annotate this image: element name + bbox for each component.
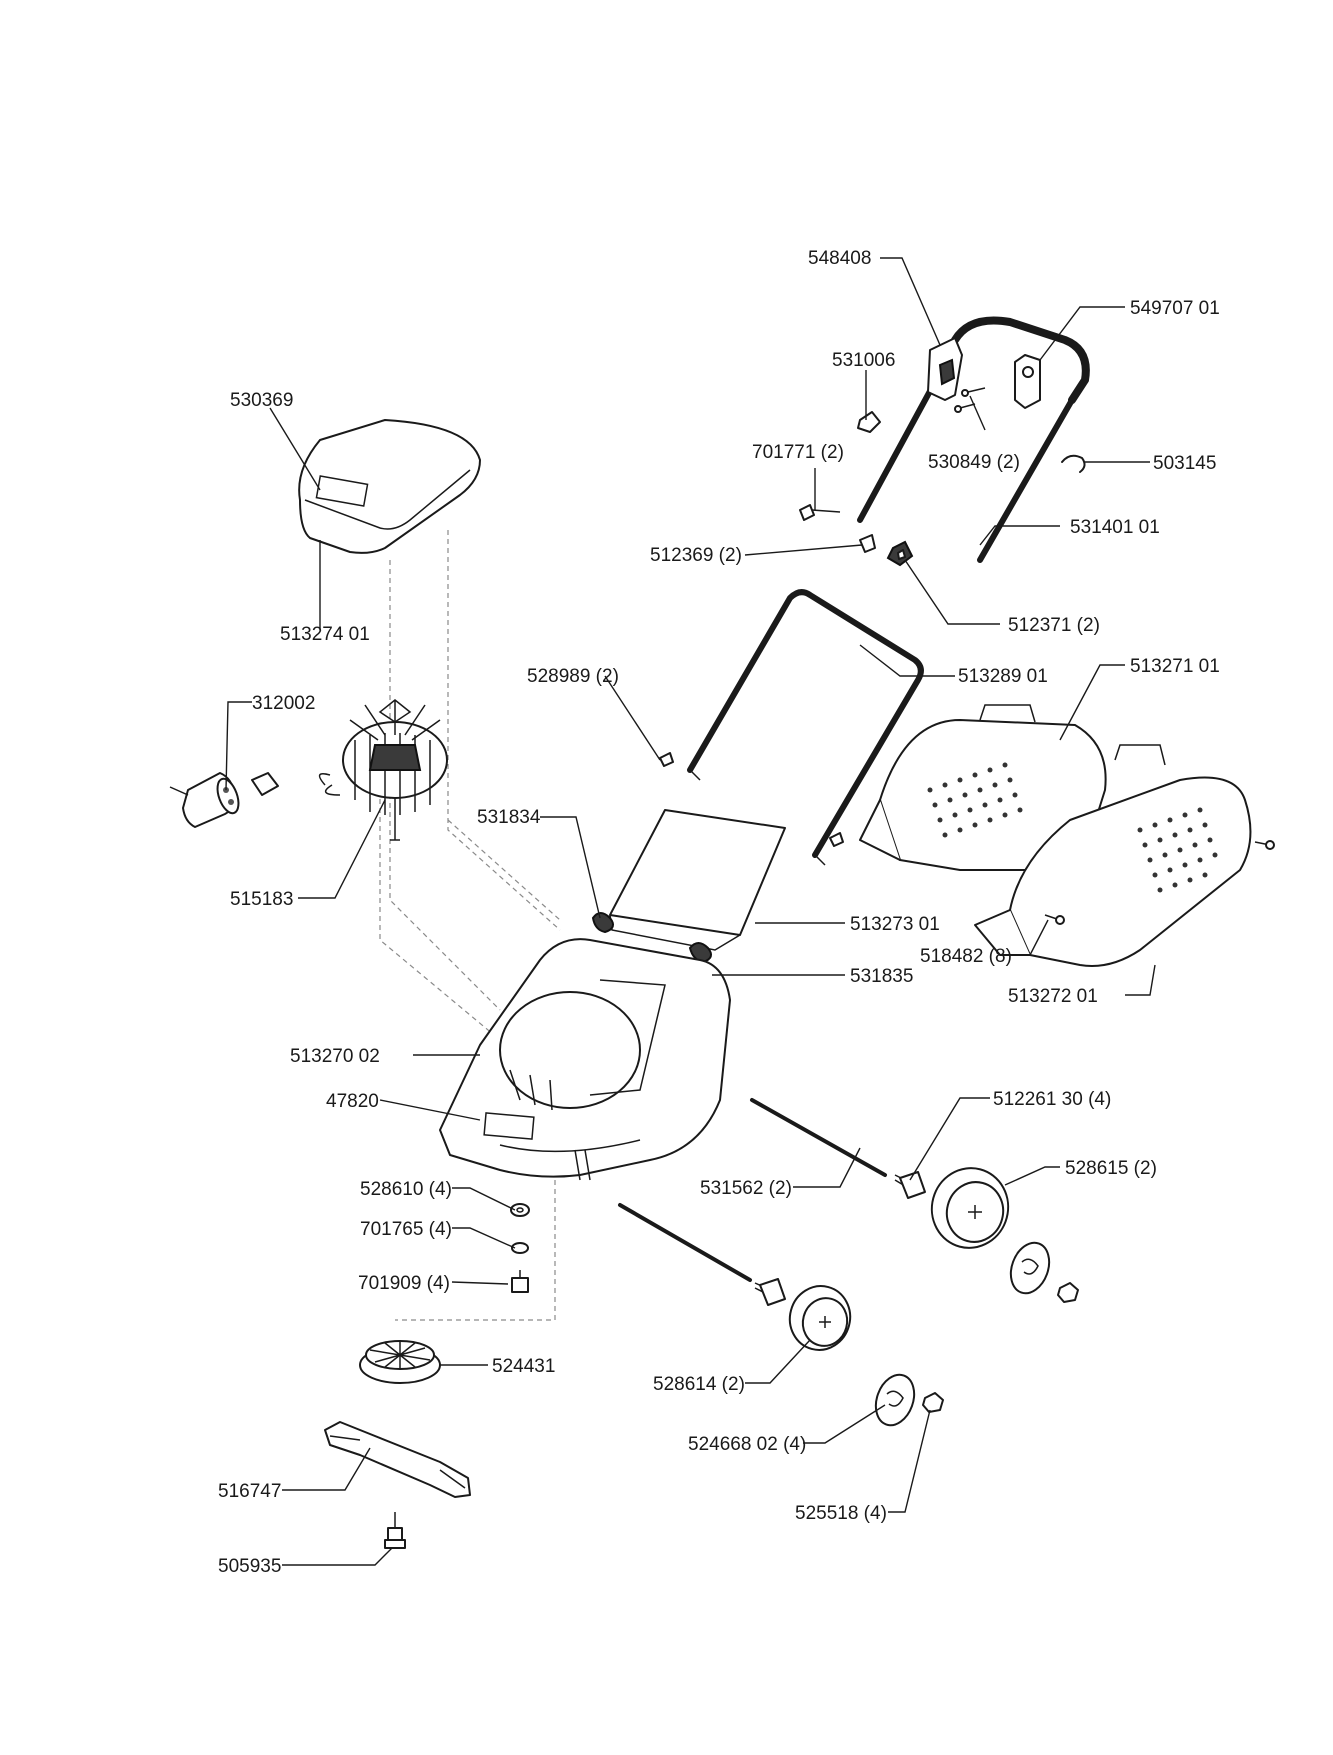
part-labels: 548408 549707 01 531006 530369 701771 (2… — [218, 248, 1220, 1577]
label-701771: 701771 (2) — [752, 442, 844, 463]
label-531562: 531562 (2) — [700, 1178, 792, 1199]
screw-528989-part[interactable] — [659, 752, 674, 767]
wheel-528614-part[interactable] — [783, 1279, 858, 1356]
nut-right-part[interactable] — [1057, 1282, 1079, 1303]
bushing-front-part[interactable] — [759, 1278, 786, 1306]
label-701909: 701909 (4) — [358, 1273, 450, 1294]
bolt-701771-part[interactable] — [799, 504, 841, 521]
label-524668: 524668 02 (4) — [688, 1434, 806, 1455]
label-531006: 531006 — [832, 350, 895, 371]
bolt-701909-part[interactable] — [511, 1270, 529, 1293]
label-701765: 701765 (4) — [360, 1219, 452, 1240]
grass-box-lid-part[interactable] — [298, 419, 481, 554]
knob-512371-part[interactable] — [886, 540, 914, 567]
label-528989: 528989 (2) — [527, 666, 619, 687]
label-528615: 528615 (2) — [1065, 1158, 1157, 1179]
label-513274: 513274 01 — [280, 624, 370, 645]
hubcap-front-part[interactable] — [869, 1369, 921, 1430]
clip-503145-part[interactable] — [1061, 454, 1086, 473]
washer-512369-part[interactable] — [859, 534, 876, 553]
motor-brush-part[interactable] — [169, 772, 279, 828]
bushing-rear-part[interactable] — [899, 1171, 926, 1199]
cable-clip-part[interactable] — [857, 411, 881, 433]
label-503145: 503145 — [1153, 453, 1216, 474]
label-530849: 530849 (2) — [928, 452, 1020, 473]
washer-528610-part[interactable] — [510, 1203, 530, 1217]
label-518482: 518482 (8) — [920, 946, 1012, 967]
label-513289: 513289 01 — [958, 666, 1048, 687]
hubcap-right-part[interactable] — [1004, 1237, 1056, 1298]
label-524431: 524431 — [492, 1356, 555, 1377]
label-531401: 531401 01 — [1070, 517, 1160, 538]
leader-lines — [225, 257, 1156, 1566]
label-512371: 512371 (2) — [1008, 615, 1100, 636]
label-513270: 513270 02 — [290, 1046, 380, 1067]
label-513271: 513271 01 — [1130, 656, 1220, 677]
assembly-guides — [379, 530, 561, 1321]
spring-531834-part[interactable] — [591, 912, 615, 934]
label-515183: 515183 — [230, 889, 293, 910]
label-312002: 312002 — [252, 693, 315, 714]
label-530369: 530369 — [230, 390, 293, 411]
label-513273: 513273 01 — [850, 914, 940, 935]
switch-box-part[interactable] — [927, 337, 963, 401]
washer-701765-part[interactable] — [511, 1242, 529, 1254]
nut-front-part[interactable] — [922, 1392, 944, 1413]
blade-part[interactable] — [324, 1421, 471, 1498]
rear-flap-part[interactable] — [609, 809, 786, 951]
label-531834: 531834 — [477, 807, 541, 828]
motor-part[interactable] — [318, 699, 448, 841]
label-528614: 528614 (2) — [653, 1374, 745, 1395]
label-505935: 505935 — [218, 1556, 281, 1577]
label-516747: 516747 — [218, 1481, 281, 1502]
screw-528989b-part[interactable] — [829, 832, 844, 847]
mower-deck-part[interactable] — [439, 938, 731, 1181]
screws-518482-part[interactable] — [1044, 840, 1275, 925]
screws-530849-part[interactable] — [954, 387, 986, 413]
label-512369: 512369 (2) — [650, 545, 742, 566]
fan-part[interactable] — [359, 1340, 441, 1384]
label-548408: 548408 — [808, 248, 871, 269]
grass-box-lower-part[interactable] — [974, 744, 1252, 967]
lower-handle-part[interactable] — [687, 589, 924, 866]
label-531835: 531835 — [850, 966, 913, 987]
label-513272: 513272 01 — [1008, 986, 1098, 1007]
label-47820: 47820 — [326, 1091, 379, 1112]
label-512261: 512261 30 (4) — [993, 1089, 1111, 1110]
spring-531835-part[interactable] — [688, 942, 713, 964]
grass-box-upper-part[interactable] — [859, 704, 1107, 876]
label-528610: 528610 (4) — [360, 1179, 452, 1200]
bolt-505935-part[interactable] — [384, 1512, 406, 1549]
wheel-528615-part[interactable] — [923, 1160, 1017, 1257]
label-525518: 525518 (4) — [795, 1503, 887, 1524]
label-549707: 549707 01 — [1130, 298, 1220, 319]
axle-front-part[interactable] — [618, 1203, 776, 1299]
